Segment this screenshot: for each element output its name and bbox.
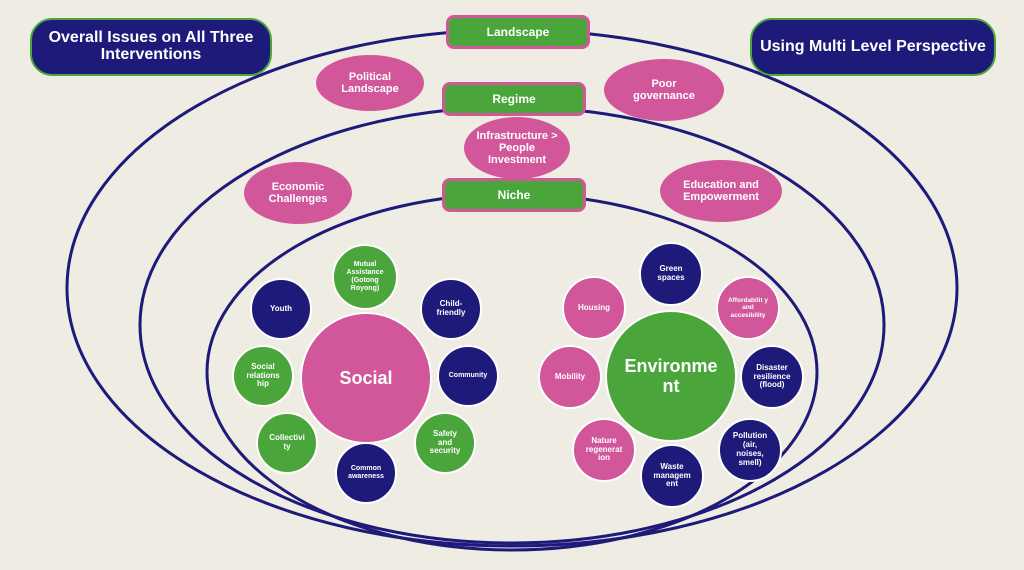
env-nature-regeneration: Nature regenerat ion xyxy=(572,418,636,482)
title-overall-issues: Overall Issues on All Three Intervention… xyxy=(30,18,272,76)
env-green-spaces: Green spaces xyxy=(639,242,703,306)
social-collectivity: Collectivi ty xyxy=(256,412,318,474)
social-youth: Youth xyxy=(250,278,312,340)
env-disaster-resilience: Disaster resilience (flood) xyxy=(740,345,804,409)
issue-economic-challenges: Economic Challenges xyxy=(244,162,352,224)
social-mutual-assistance: Mutual Assistance (Gotong Royong) xyxy=(332,244,398,310)
social-relationship: Social relations hip xyxy=(232,345,294,407)
social-community: Community xyxy=(437,345,499,407)
title-multi-level-perspective: Using Multi Level Perspective xyxy=(750,18,996,76)
social-center: Social xyxy=(300,312,432,444)
environment-center: Environme nt xyxy=(605,310,737,442)
social-safety-security: Safety and security xyxy=(414,412,476,474)
issue-political-landscape: Political Landscape xyxy=(316,55,424,111)
env-pollution: Pollution (air, noises, smell) xyxy=(718,418,782,482)
env-mobility: Mobility xyxy=(538,345,602,409)
level-niche: Niche xyxy=(442,178,586,212)
env-waste-management: Waste managem ent xyxy=(640,444,704,508)
issue-education-empowerment: Education and Empowerment xyxy=(660,160,782,222)
social-child-friendly: Child-friendly xyxy=(420,278,482,340)
level-landscape: Landscape xyxy=(446,15,590,49)
env-affordability-accesibility: Affordabilit y and accesibility xyxy=(716,276,780,340)
env-housing: Housing xyxy=(562,276,626,340)
level-regime: Regime xyxy=(442,82,586,116)
social-common-awareness: Common awareness xyxy=(335,442,397,504)
issue-infrastructure-investment: Infrastructure > People Investment xyxy=(464,117,570,179)
issue-poor-governance: Poor governance xyxy=(604,59,724,121)
